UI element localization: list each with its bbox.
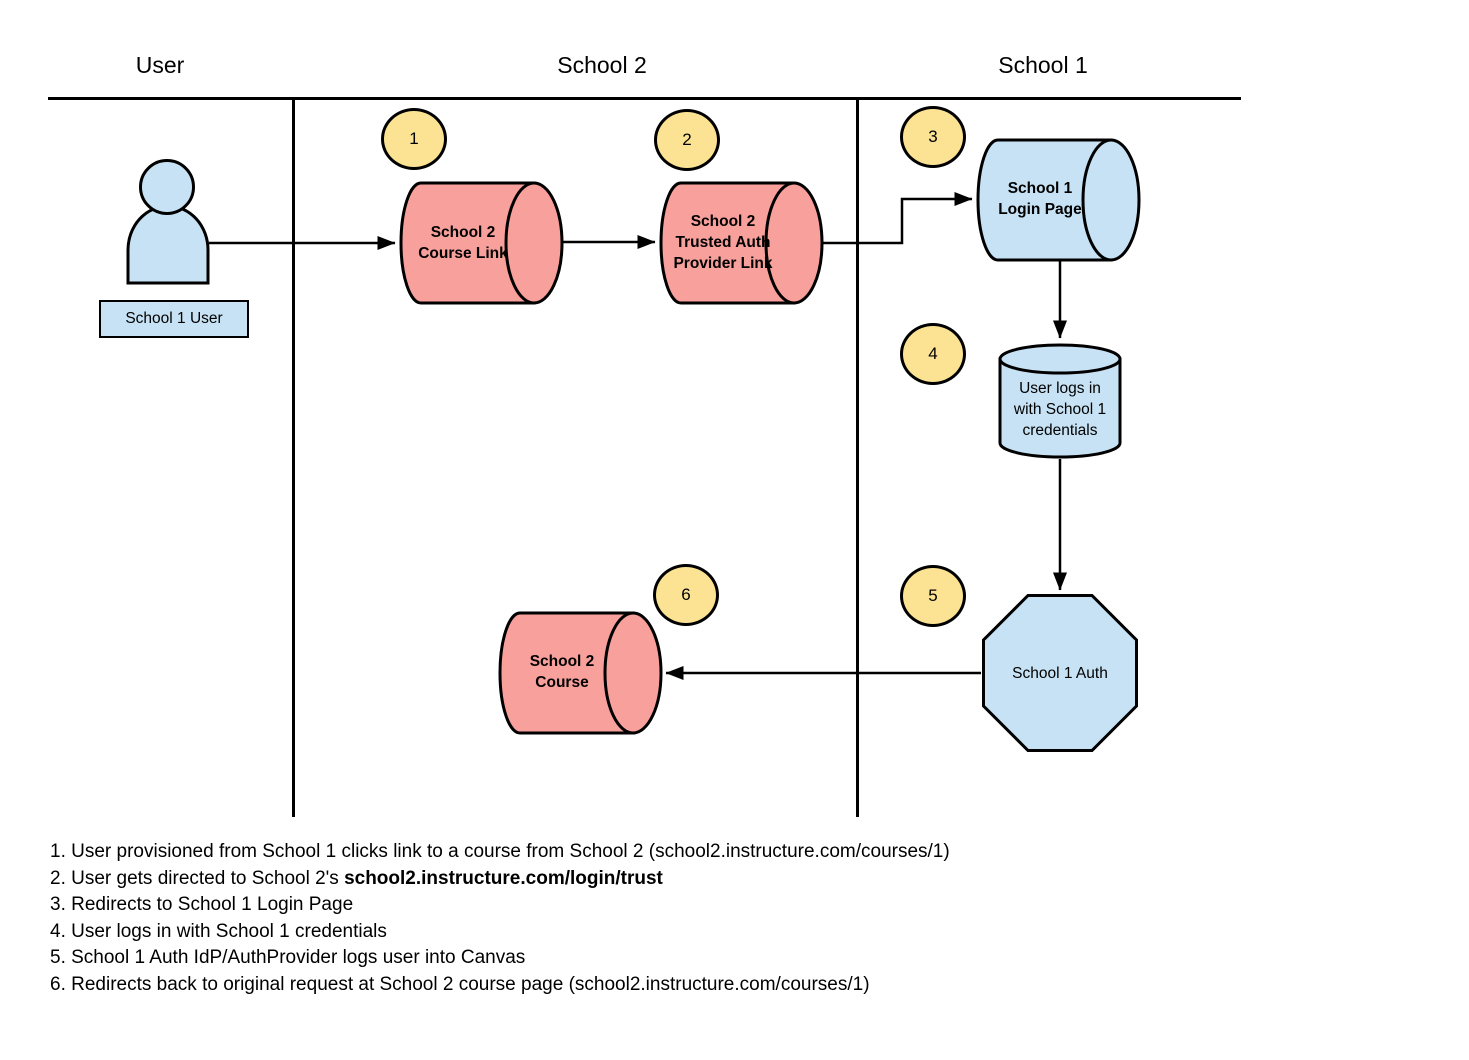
user-actor-icon [126,159,210,285]
step-badge-6: 6 [653,564,719,626]
step-badge-5: 5 [900,565,966,627]
legend-step-4: 4. User logs in with School 1 credential… [50,920,387,942]
step-badge-2: 2 [654,109,720,171]
legend-step-5: 5. School 1 Auth IdP/AuthProvider logs u… [50,947,526,969]
legend-step-1: 1. User provisioned from School 1 clicks… [50,841,950,862]
trusted-auth-link-cylinder [659,181,824,305]
credentials-label: User logs in with School 1 credentials [1013,380,1107,439]
trusted-auth-link-label: School 2 Trusted Auth Provider Link [673,213,773,272]
lane-header-school2: School 2 [557,52,647,78]
legend-step-3: 3. Redirects to School 1 Login Page [50,894,354,916]
legend-step-6: 6. Redirects back to original request at… [50,973,870,995]
course-cylinder [498,611,663,735]
lane-header-school1: School 1 [998,52,1088,78]
arrow-trusted-auth-to-login-page [822,192,973,245]
actor-label-box: School 1 User [99,300,249,338]
lane-divider-user-school2 [292,97,295,817]
legend-step-2: 2. User gets directed to School 2's scho… [50,867,663,889]
auth-label: School 1 Auth [1012,665,1108,682]
login-page-label: School 1 Login Page [998,180,1082,218]
step-badge-3: 3 [900,106,966,168]
lane-header-user: User [135,52,185,78]
course-link-label: School 2 Course Link [418,224,508,262]
step-badge-1: 1 [381,108,447,170]
course-label: School 2 Course [529,653,595,691]
login-page-cylinder [976,138,1141,262]
lane-divider-school2-school1 [856,97,859,817]
auth-octagon [982,594,1138,752]
step-badge-4: 4 [900,323,966,385]
legend-steps: 1. User provisioned from School 1 clicks… [50,839,950,999]
course-link-cylinder [399,181,564,305]
lane-top-border [48,97,1241,100]
credentials-cylinder [998,343,1122,459]
